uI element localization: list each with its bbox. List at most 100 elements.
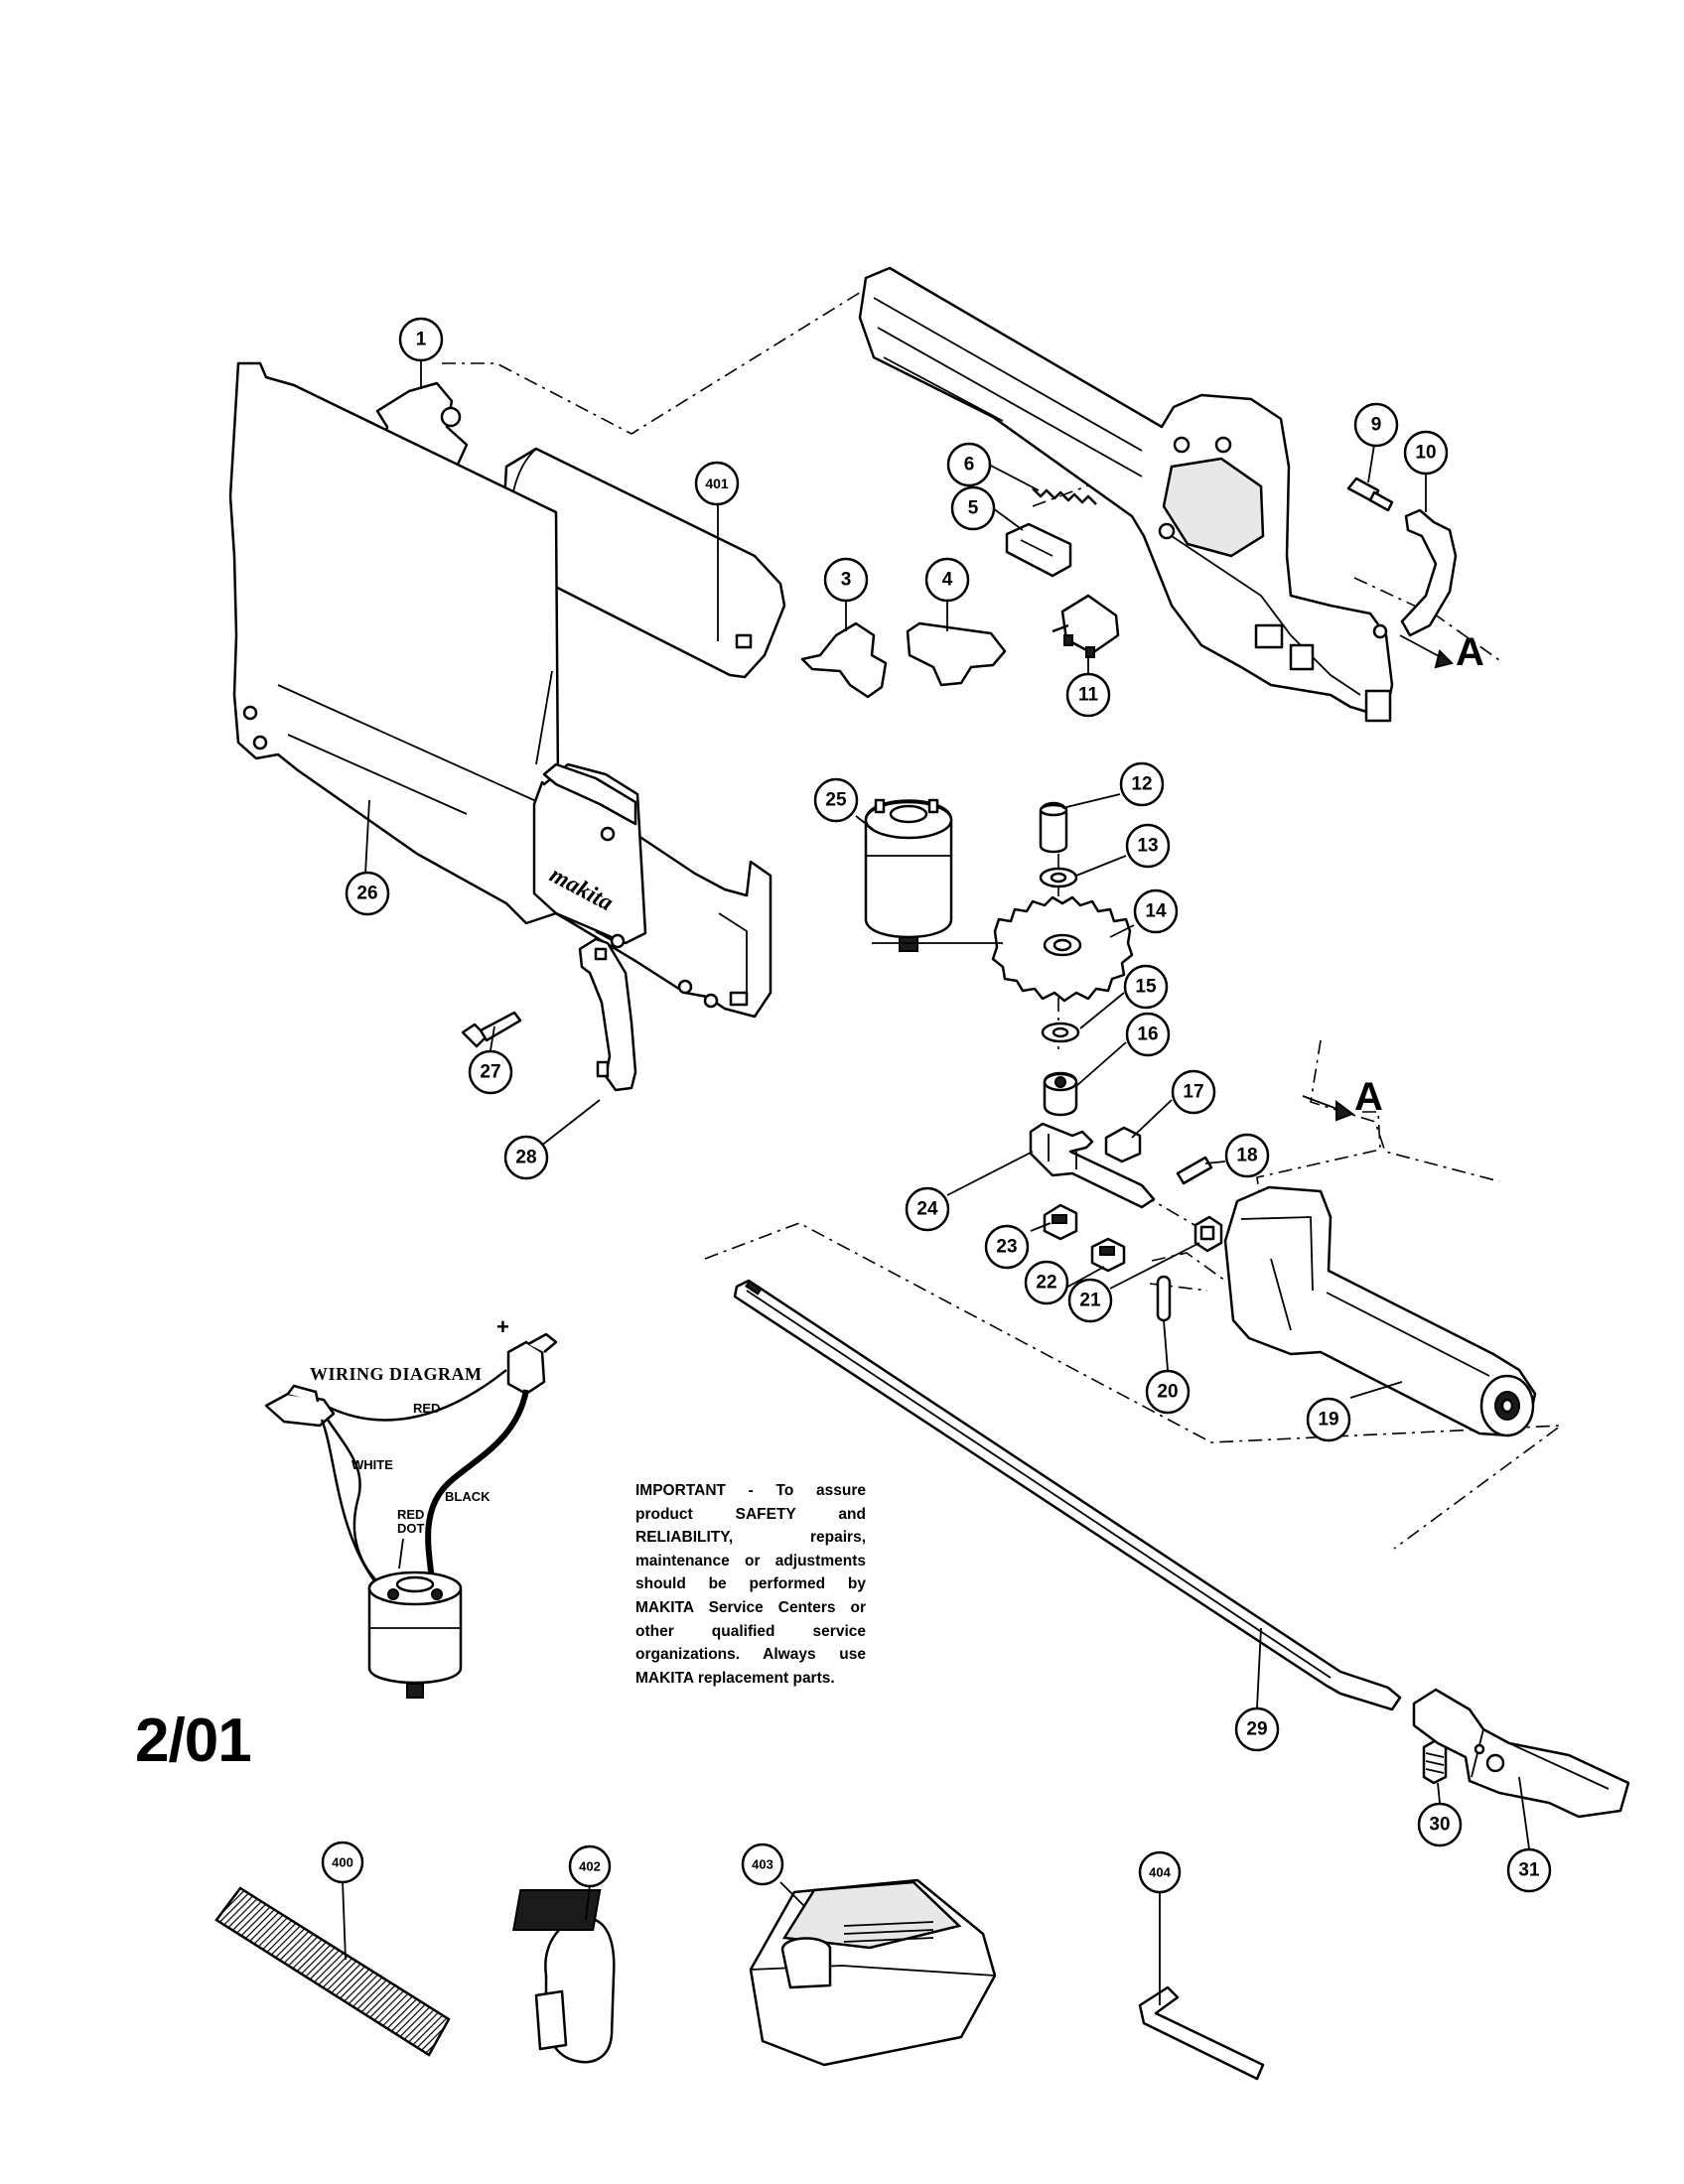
svg-text:13: 13 (1137, 836, 1158, 857)
part-clip-22 (1090, 1237, 1126, 1273)
part-bearing (1043, 1071, 1078, 1117)
part-charger (512, 1878, 997, 2067)
callout-14: 14 (1133, 888, 1179, 934)
callout-29: 29 (1234, 1706, 1280, 1752)
svg-text:1: 1 (416, 330, 427, 350)
svg-text:23: 23 (996, 1237, 1017, 1258)
wire-label-white: WHITE (351, 1457, 393, 1472)
callout-18: 18 (1224, 1133, 1270, 1178)
callout-19: 19 (1306, 1397, 1351, 1442)
part-clip-23 (1043, 1203, 1078, 1241)
callout-30: 30 (1417, 1802, 1463, 1847)
part-micro-switch (1052, 594, 1120, 658)
svg-text:3: 3 (841, 570, 852, 591)
part-washer-15 (1041, 1022, 1080, 1043)
callout-31: 31 (1506, 1847, 1552, 1893)
part-strap (534, 1916, 616, 2064)
callout-6: 6 (946, 442, 992, 487)
callout-28: 28 (503, 1135, 549, 1180)
callout-22: 22 (1024, 1260, 1069, 1305)
callout-21: 21 (1067, 1278, 1113, 1323)
part-pin-18 (1176, 1156, 1213, 1185)
svg-text:28: 28 (515, 1148, 536, 1168)
callout-11: 11 (1065, 672, 1111, 718)
svg-text:4: 4 (942, 570, 953, 591)
callout-402: 402 (568, 1844, 612, 1888)
wire-plus-sign: + (496, 1314, 509, 1339)
callout-3: 3 (823, 557, 869, 603)
callout-16: 16 (1125, 1012, 1171, 1057)
svg-text:19: 19 (1318, 1410, 1338, 1431)
section-label-a-1: A (1456, 630, 1484, 674)
wire-label-black: BLACK (445, 1489, 491, 1504)
svg-text:12: 12 (1131, 774, 1152, 795)
wire-label-red-dot-2: DOT (397, 1521, 425, 1536)
svg-text:402: 402 (579, 1859, 601, 1874)
callout-23: 23 (984, 1224, 1030, 1270)
svg-text:31: 31 (1518, 1860, 1540, 1881)
part-set-screw (1422, 1737, 1448, 1785)
svg-text:27: 27 (480, 1062, 500, 1083)
part-bracket-10 (1400, 508, 1458, 637)
part-terminal (800, 621, 888, 699)
svg-text:17: 17 (1183, 1082, 1203, 1103)
part-block-17 (1104, 1126, 1142, 1163)
wiring-diagram: RED WHITE BLACK RED DOT + (264, 1314, 558, 1699)
section-label-a-2: A (1354, 1075, 1383, 1119)
part-gear (991, 895, 1134, 1003)
callout-12: 12 (1119, 761, 1165, 807)
callout-13: 13 (1125, 823, 1171, 869)
wire-label-red: RED (413, 1401, 440, 1416)
svg-text:14: 14 (1145, 901, 1167, 922)
date-code: 2/01 (135, 1706, 252, 1775)
wire-label-red-dot-1: RED (397, 1507, 424, 1522)
callout-15: 15 (1123, 964, 1169, 1010)
section-marker-a-1: A (1399, 630, 1484, 674)
svg-text:26: 26 (356, 884, 377, 904)
svg-text:5: 5 (968, 498, 979, 519)
part-spring (1032, 487, 1097, 505)
callout-bubbles: 1 401 3 4 5 6 9 10 11 12 13 14 15 16 17 … (321, 317, 1552, 1894)
callout-20: 20 (1145, 1369, 1191, 1415)
part-blade-strip (214, 1886, 451, 2057)
callout-24: 24 (905, 1186, 950, 1232)
callout-9: 9 (1353, 402, 1399, 448)
svg-text:404: 404 (1149, 1865, 1171, 1880)
svg-text:401: 401 (705, 476, 729, 491)
svg-text:20: 20 (1157, 1382, 1178, 1403)
part-blade-clamp (1412, 1688, 1630, 1819)
svg-text:9: 9 (1371, 415, 1382, 436)
callout-400: 400 (321, 1841, 364, 1884)
wiring-diagram-title: WIRING DIAGRAM (310, 1364, 483, 1384)
svg-text:6: 6 (964, 455, 975, 476)
callout-401: 401 (694, 461, 740, 506)
callout-27: 27 (468, 1049, 513, 1095)
part-hex-key (1138, 1985, 1265, 2081)
part-slider-assembly (1029, 1122, 1156, 1209)
svg-text:22: 22 (1036, 1273, 1056, 1294)
part-pin-20 (1156, 1275, 1172, 1322)
part-screw-27 (461, 1011, 522, 1048)
part-washer-13 (1039, 867, 1078, 888)
callout-403: 403 (741, 1843, 784, 1886)
part-screw-9 (1346, 477, 1394, 512)
svg-text:16: 16 (1137, 1024, 1158, 1045)
svg-text:30: 30 (1429, 1815, 1450, 1836)
callout-17: 17 (1171, 1069, 1216, 1115)
callout-1: 1 (398, 317, 444, 362)
part-motor (864, 798, 953, 952)
svg-text:11: 11 (1078, 685, 1099, 706)
part-clip-21 (1193, 1215, 1223, 1253)
svg-text:29: 29 (1246, 1719, 1267, 1740)
part-housing-left: makita (228, 361, 772, 1019)
part-pin (1039, 801, 1068, 854)
svg-text:403: 403 (752, 1857, 773, 1872)
svg-text:25: 25 (825, 790, 847, 811)
callout-4: 4 (924, 557, 970, 603)
callout-26: 26 (345, 871, 390, 916)
part-slider (1005, 522, 1072, 578)
callout-10: 10 (1403, 430, 1449, 476)
svg-text:21: 21 (1079, 1291, 1101, 1311)
callout-5: 5 (950, 485, 996, 531)
